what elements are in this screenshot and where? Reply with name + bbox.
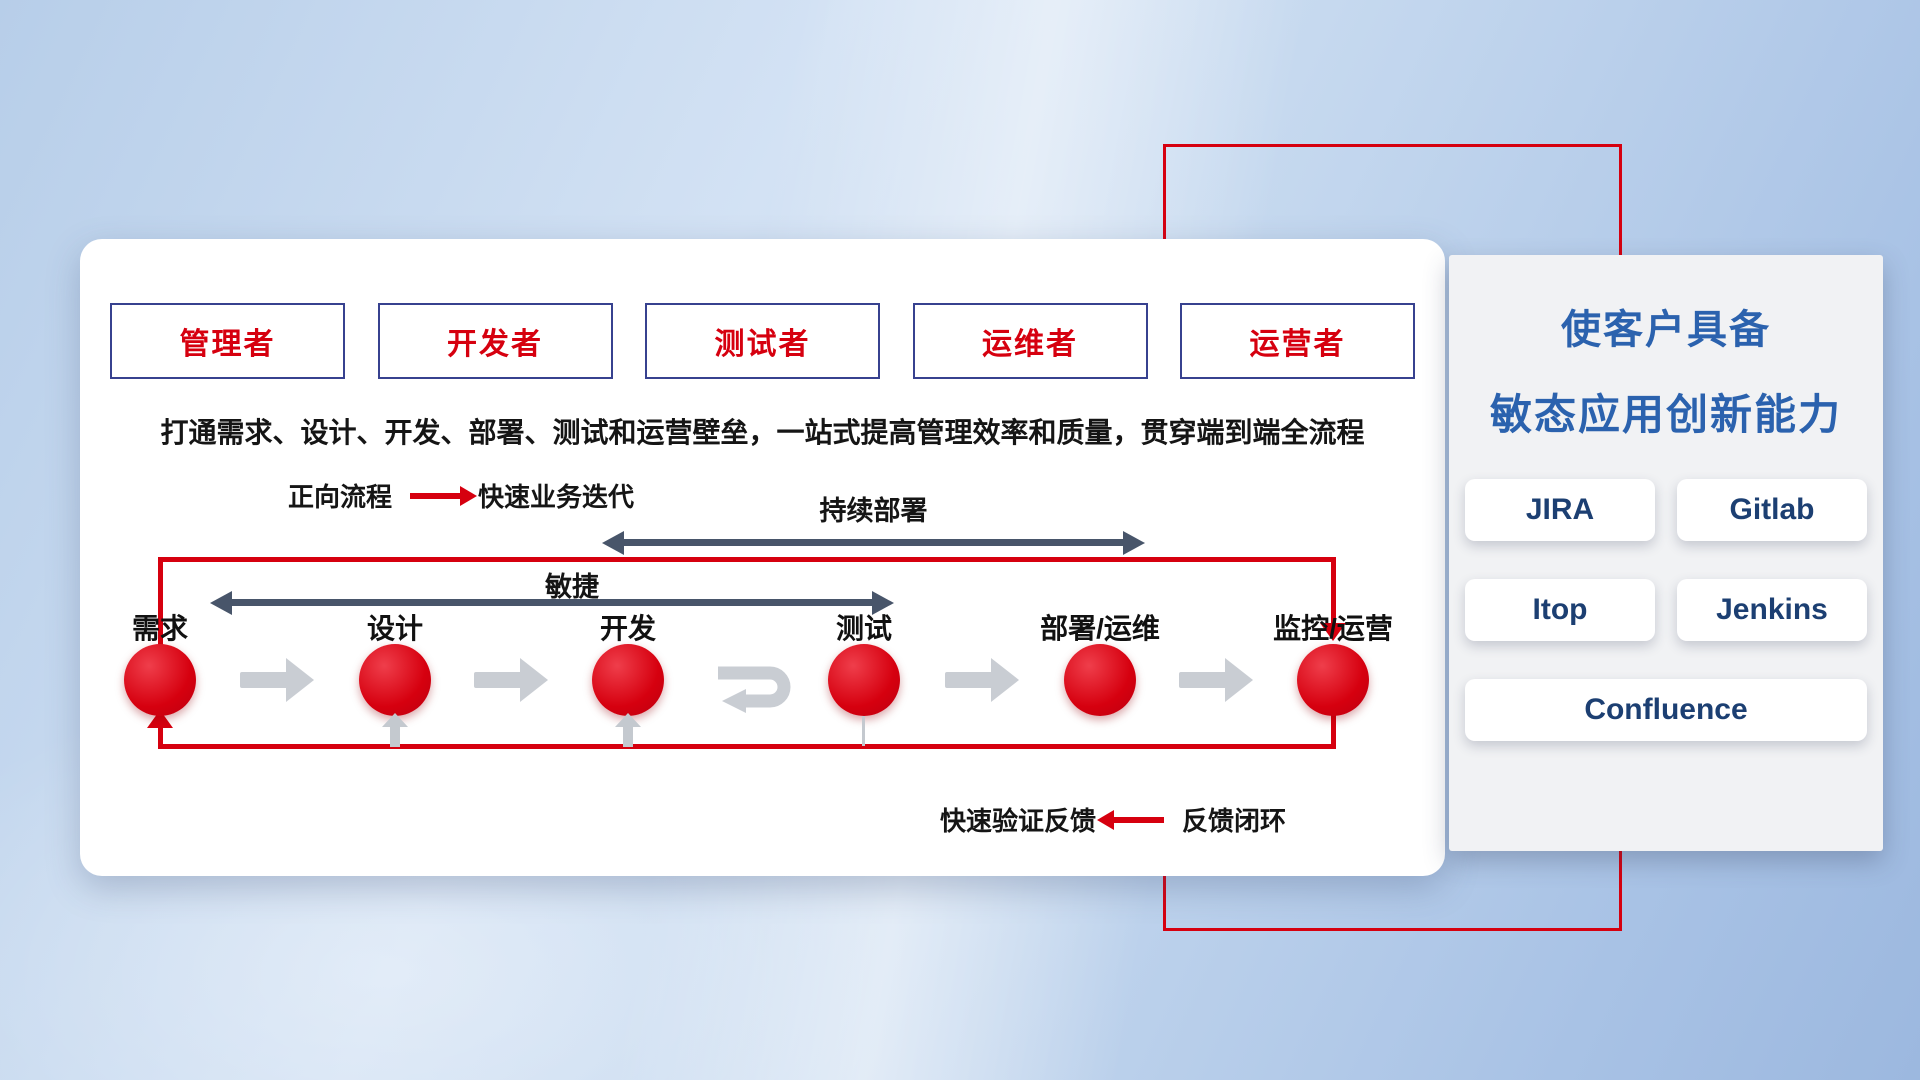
node-label-development: 开发 (599, 613, 656, 644)
feedback-legend: 快速验证反馈 反馈闭环 (940, 801, 1286, 838)
forward-flow-label: 正向流程 (288, 482, 393, 512)
node-circle-monitor-ops (1297, 644, 1369, 716)
panel-title-line2: 敏态应用创新能力 (1489, 391, 1842, 438)
forward-flow-text: 快速业务迭代 (478, 482, 635, 512)
continuous-deploy-label: 持续部署 (819, 496, 928, 526)
flow-arrow-icon (945, 658, 1019, 702)
node-label-design: 设计 (366, 613, 423, 644)
iteration-loop-icon (710, 659, 800, 720)
node-label-requirements: 需求 (131, 613, 188, 644)
red-left-arrow-icon (1114, 816, 1165, 823)
node-label-deploy-ops: 部署/运维 (1040, 613, 1160, 644)
forward-loop-left-line (158, 557, 163, 645)
node-circle-deploy-ops (1064, 644, 1136, 716)
feedback-up-arrow-icon (382, 713, 408, 747)
node-circle-development (592, 644, 664, 716)
feedback-up-arrow-icon (615, 713, 641, 747)
feedback-connector-line (862, 716, 865, 746)
role-box-developer: 开发者 (377, 303, 613, 379)
feedback-loop-bottom-line (158, 744, 1336, 749)
tool-chip-jenkins: Jenkins (1677, 579, 1867, 641)
agile-double-arrow-icon (230, 599, 874, 606)
loop-down-arrowhead-icon (1320, 623, 1346, 641)
tool-chip-gitlab: Gitlab (1677, 479, 1867, 541)
panel-title-line1: 使客户具备 (1561, 308, 1771, 352)
tool-chip-jira: JIRA (1465, 479, 1655, 541)
role-box-manager: 管理者 (110, 303, 345, 379)
devops-process-card: 管理者 开发者 测试者 运维者 运营者 打通需求、设计、开发、部署、测试和运营壁… (80, 239, 1445, 876)
flow-arrow-icon (474, 658, 548, 702)
agile-label: 敏捷 (545, 572, 599, 602)
tool-list: JIRA Gitlab Itop Jenkins Confluence (1465, 479, 1867, 741)
tool-chip-confluence: Confluence (1465, 679, 1867, 741)
continuous-deploy-double-arrow-icon (622, 539, 1125, 546)
role-box-tester: 测试者 (645, 303, 880, 379)
forward-loop-top-line (158, 557, 1336, 562)
tool-chip-itop: Itop (1465, 579, 1655, 641)
node-label-testing: 测试 (835, 613, 892, 644)
roles-row: 管理者 开发者 测试者 运维者 运营者 (110, 303, 1415, 379)
role-box-operator: 运营者 (1180, 303, 1415, 379)
capability-panel: 使客户具备 敏态应用创新能力 JIRA Gitlab Itop Jenkins … (1449, 255, 1883, 851)
forward-flow-legend: 正向流程 快速业务迭代 (288, 477, 634, 514)
feedback-text: 快速验证反馈 (940, 806, 1097, 836)
flow-arrow-icon (1179, 658, 1253, 702)
forward-loop-right-line (1331, 557, 1336, 625)
node-circle-requirements (124, 644, 196, 716)
node-circle-design (359, 644, 431, 716)
feedback-label: 反馈闭环 (1182, 806, 1287, 836)
feedback-loop-left-line (158, 727, 163, 744)
node-circle-testing (828, 644, 900, 716)
node-label-monitor-ops: 监控/运营 (1273, 613, 1393, 644)
feedback-loop-right-line (1331, 714, 1336, 744)
description-text: 打通需求、设计、开发、部署、测试和运营壁垒，一站式提高管理效率和质量，贯穿端到端… (160, 417, 1365, 448)
red-right-arrow-icon (410, 492, 461, 499)
role-box-ops: 运维者 (912, 303, 1148, 379)
flow-arrow-icon (240, 658, 314, 702)
